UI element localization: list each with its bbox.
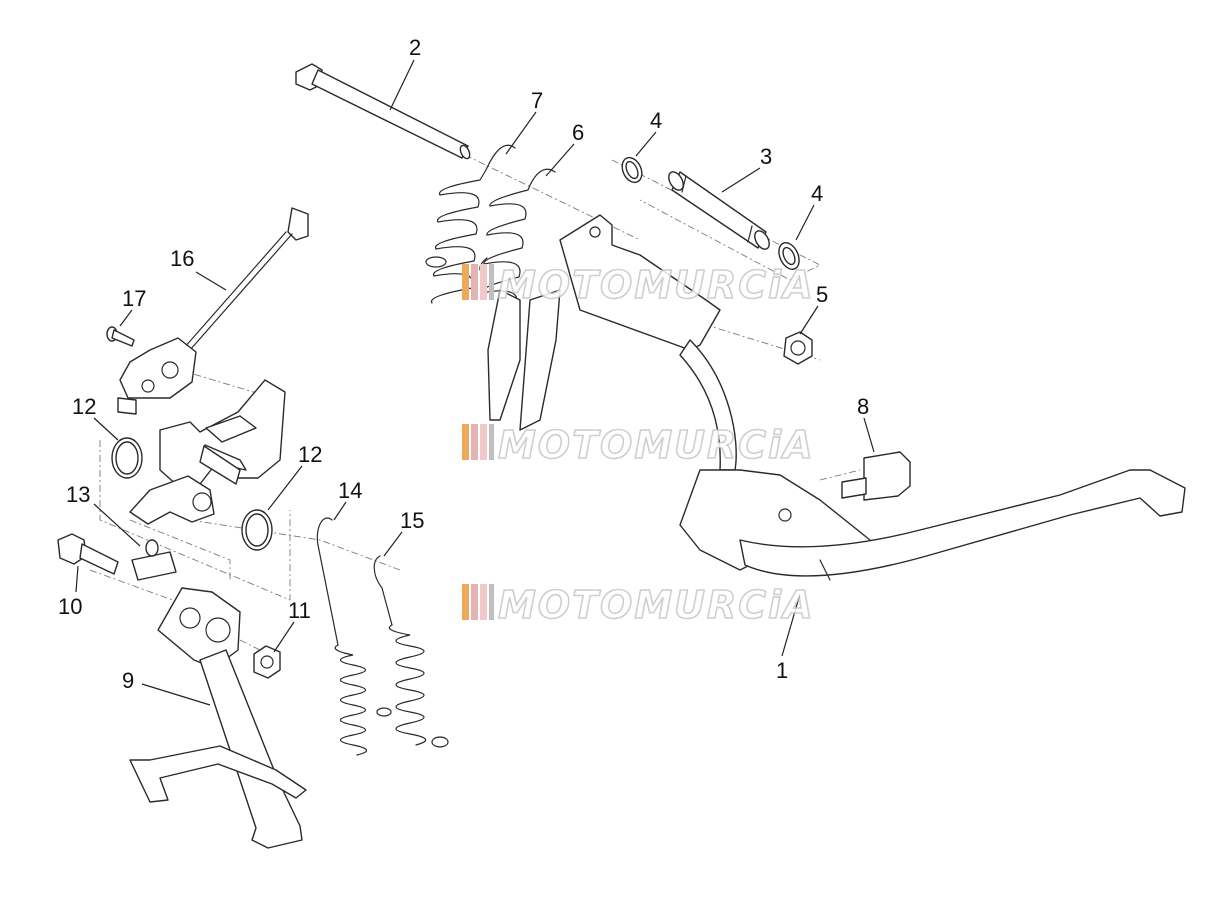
watermark-text: MOTOMURCiA [498, 423, 815, 467]
watermark-stripe [462, 424, 469, 460]
watermark-stripe [462, 264, 469, 300]
watermark-stripe [489, 264, 494, 300]
label-14: 14 [338, 478, 362, 503]
label-11: 11 [288, 598, 311, 623]
watermark-top: MOTOMURCiA [462, 262, 815, 308]
part-12-oring-right [241, 509, 273, 551]
watermark-stripe [489, 424, 494, 460]
part-5-nut [783, 331, 813, 365]
part-2-pivot-bolt [295, 63, 471, 160]
label-13: 13 [66, 482, 90, 507]
watermark-stripe [462, 584, 469, 620]
watermark-stripe [480, 584, 487, 620]
part-13-stop-block [131, 539, 177, 581]
label-1: 1 [776, 658, 788, 683]
watermark-stripe [471, 424, 478, 460]
watermark-bottom: MOTOMURCiA [462, 582, 815, 628]
label-10: 10 [58, 594, 82, 619]
watermark-stripe [480, 264, 487, 300]
label-9: 9 [122, 668, 134, 693]
watermark-stripe [480, 424, 487, 460]
part-14-spring [316, 517, 392, 756]
watermark-stripe [489, 584, 494, 620]
label-15: 15 [400, 508, 424, 533]
part-15-spring [373, 555, 449, 748]
part-17-screw [106, 326, 135, 347]
label-5: 5 [816, 282, 828, 307]
label-6: 6 [572, 120, 584, 145]
part-16-stand-switch [117, 207, 309, 415]
label-2: 2 [409, 35, 421, 60]
label-7: 7 [531, 88, 543, 113]
watermark-stripe [471, 584, 478, 620]
part-10-bolt [57, 533, 119, 575]
label-12-left: 12 [72, 394, 96, 419]
watermark-middle: MOTOMURCiA [462, 422, 815, 468]
part-number-labels: 1 2 3 4 4 5 6 7 8 9 10 11 12 12 13 14 15… [58, 35, 869, 693]
watermark-text: MOTOMURCiA [498, 583, 815, 627]
label-17: 17 [122, 286, 146, 311]
part-4-washer-right [778, 242, 800, 270]
watermark-stripe [471, 264, 478, 300]
label-4-right: 4 [811, 181, 823, 206]
part-4-washer-left [621, 156, 643, 184]
part-12-oring-left [111, 437, 143, 479]
part-9-side-stand [129, 587, 307, 849]
stand-bracket [129, 379, 286, 525]
label-4-left: 4 [650, 108, 662, 133]
part-1-centre-stand [487, 214, 1186, 581]
label-3: 3 [760, 144, 772, 169]
leader-lines [75, 59, 875, 706]
label-16: 16 [170, 246, 194, 271]
label-12-right: 12 [298, 442, 322, 467]
watermark-text: MOTOMURCiA [498, 263, 815, 307]
part-11-nut [253, 645, 281, 679]
label-8: 8 [857, 394, 869, 419]
part-8-rubber-stop [841, 451, 911, 501]
part-3-pivot-pin [668, 171, 770, 250]
